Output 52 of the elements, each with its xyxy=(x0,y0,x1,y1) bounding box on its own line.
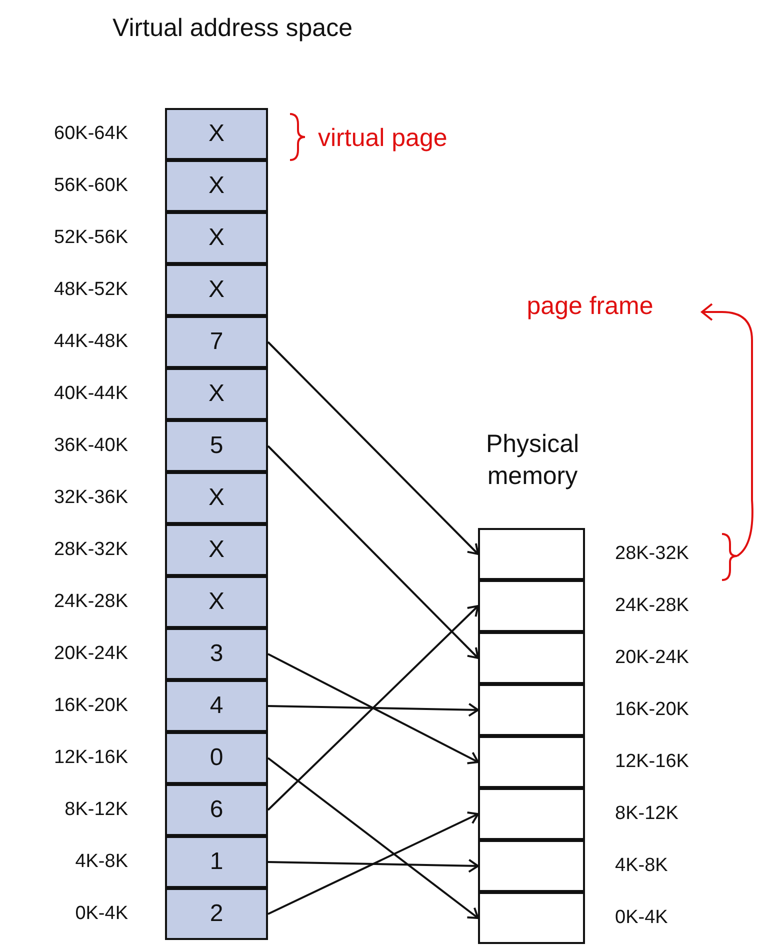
page-number: 1 xyxy=(210,848,224,876)
address-range: 12K-16K xyxy=(615,751,689,773)
annotation-text: page frame xyxy=(526,291,654,322)
address-range: 12K-16K xyxy=(54,747,128,769)
page-number: X xyxy=(208,172,224,200)
page-number: X xyxy=(208,120,224,148)
address-range: 16K-20K xyxy=(615,699,689,721)
address-range: 40K-44K xyxy=(54,383,128,405)
arrow xyxy=(267,757,479,919)
column-title: Virtual address space xyxy=(112,13,354,44)
address-range: 20K-24K xyxy=(615,647,689,669)
address-range: 16K-20K xyxy=(54,695,128,717)
address-range: 56K-60K xyxy=(54,175,128,197)
arrow xyxy=(268,811,479,915)
address-range: 0K-4K xyxy=(615,907,668,929)
page-number: 7 xyxy=(210,328,224,356)
address-range: 8K-12K xyxy=(64,799,128,821)
page-number: 3 xyxy=(210,640,224,668)
page-number: 0 xyxy=(210,744,224,772)
address-range: 4K-8K xyxy=(615,855,668,877)
address-range: 24K-28K xyxy=(54,591,128,613)
page-number: 4 xyxy=(210,692,224,720)
page-number: X xyxy=(208,224,224,252)
page-number: X xyxy=(208,380,224,408)
address-range: 20K-24K xyxy=(54,643,128,665)
address-range: 8K-12K xyxy=(615,803,678,825)
arrow xyxy=(268,702,479,717)
page-number: X xyxy=(208,276,224,304)
address-range: 52K-56K xyxy=(54,227,128,249)
arrow xyxy=(267,605,479,811)
address-range: 28K-32K xyxy=(615,543,689,565)
address-range: 28K-32K xyxy=(54,539,128,561)
address-range: 4K-8K xyxy=(75,851,128,873)
column-title: Physical memory xyxy=(484,429,580,492)
address-range: 0K-4K xyxy=(75,903,128,925)
page-number: X xyxy=(208,588,224,616)
address-range: 32K-36K xyxy=(54,487,128,509)
address-range: 60K-64K xyxy=(54,123,128,145)
address-range: 44K-48K xyxy=(54,331,128,353)
address-range: 48K-52K xyxy=(54,279,128,301)
page-number: 2 xyxy=(210,900,224,928)
arrow xyxy=(267,341,479,555)
arrow xyxy=(268,858,479,873)
address-range: 36K-40K xyxy=(54,435,128,457)
page-number: X xyxy=(208,484,224,512)
page-number: X xyxy=(208,536,224,564)
page-number: 6 xyxy=(210,796,224,824)
arrow xyxy=(268,653,479,764)
address-range: 24K-28K xyxy=(615,595,689,617)
page-number: 5 xyxy=(210,432,224,460)
annotation-text: virtual page xyxy=(318,123,448,154)
arrow xyxy=(267,445,479,659)
